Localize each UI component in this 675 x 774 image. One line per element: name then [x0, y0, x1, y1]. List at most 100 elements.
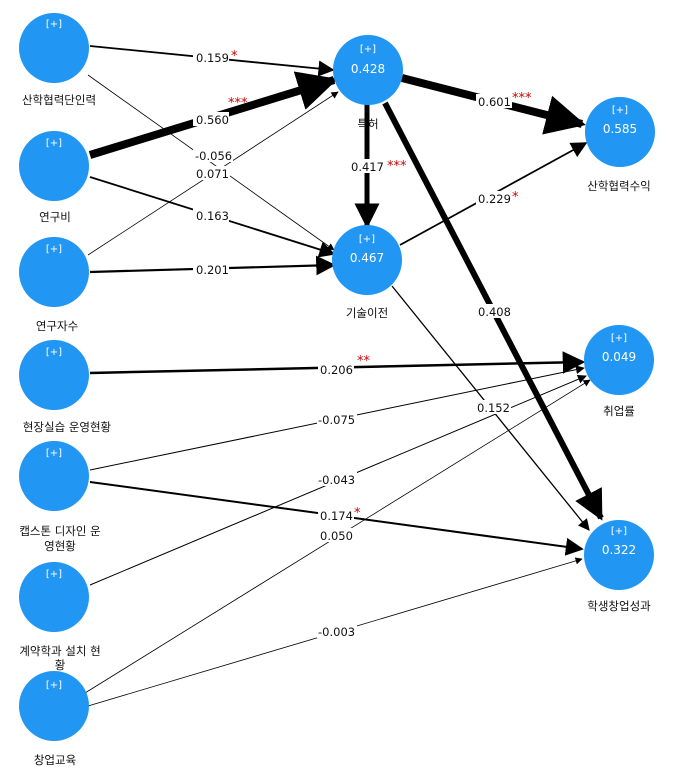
node-n2[interactable]: [+] 연구비	[19, 131, 89, 224]
svg-text:*: *	[354, 506, 361, 521]
svg-text:-0.003: -0.003	[318, 625, 355, 639]
node-startup[interactable]: [+] 0.322 학생창업성과	[584, 520, 654, 613]
coef-patent-tech: 0.417 ***	[350, 159, 407, 174]
node-circle[interactable]	[19, 13, 89, 83]
node-circle[interactable]	[19, 131, 89, 201]
svg-text:0.560: 0.560	[196, 113, 229, 127]
svg-text:-0.043: -0.043	[318, 473, 355, 487]
node-label: 산학협력수익	[587, 179, 650, 193]
coef-n5-startup: 0.174 *	[318, 506, 361, 523]
coef-n5-employ: -0.075	[317, 412, 357, 427]
svg-text:-0.056: -0.056	[195, 149, 232, 163]
svg-text:0.417: 0.417	[351, 160, 384, 174]
node-label: 계약학과 설치 현	[19, 644, 100, 658]
svg-text:0.174: 0.174	[320, 509, 353, 523]
node-tech[interactable]: [+] 0.467 기술이전	[332, 225, 402, 320]
node-n7[interactable]: [+] 창업교육	[19, 671, 89, 767]
node-patent[interactable]: [+] 0.428 특허	[333, 35, 403, 131]
node-label: 산학협력단인력	[22, 93, 96, 107]
expand-marker[interactable]: [+]	[359, 234, 375, 245]
node-circle[interactable]	[19, 671, 89, 741]
svg-text:0.050: 0.050	[320, 529, 353, 543]
node-n1[interactable]: [+] 산학협력단인력	[19, 13, 96, 107]
expand-marker[interactable]: [+]	[611, 526, 627, 537]
node-label-line2: 영현황	[44, 539, 76, 553]
coef-n2-tech: 0.163	[193, 208, 229, 223]
expand-marker[interactable]: [+]	[46, 569, 62, 580]
r-squared: 0.467	[350, 251, 384, 265]
node-label-line2: 황	[55, 658, 66, 672]
expand-marker[interactable]: [+]	[46, 448, 62, 459]
node-n3[interactable]: [+] 연구자수	[19, 237, 89, 333]
svg-text:**: **	[357, 354, 371, 369]
svg-text:0.159: 0.159	[196, 51, 229, 65]
expand-marker[interactable]: [+]	[46, 19, 62, 30]
node-label: 특허	[357, 117, 378, 131]
svg-text:0.152: 0.152	[477, 401, 510, 415]
svg-text:0.206: 0.206	[320, 363, 353, 377]
expand-marker[interactable]: [+]	[360, 44, 376, 55]
coef-patent-income: 0.601 ***	[476, 91, 532, 109]
node-income[interactable]: [+] 0.585 산학협력수익	[585, 97, 655, 193]
node-circle[interactable]	[19, 237, 89, 307]
nodes: [+] 산학협력단인력 [+] 연구비 [+] 연구자수 [+] 현장실습 운영…	[19, 13, 655, 767]
edge-n1-tech	[87, 74, 335, 251]
node-label: 연구자수	[36, 319, 78, 333]
svg-text:0.163: 0.163	[196, 209, 229, 223]
node-circle[interactable]	[333, 35, 403, 105]
node-label: 창업교육	[34, 753, 76, 767]
svg-text:***: ***	[228, 96, 248, 111]
expand-marker[interactable]: [+]	[46, 138, 62, 149]
expand-marker[interactable]: [+]	[46, 680, 62, 691]
coef-n1-patent: 0.159 *	[193, 49, 238, 65]
coef-n2-patent: 0.560 ***	[193, 96, 248, 127]
node-circle[interactable]	[585, 97, 655, 167]
svg-text:*: *	[512, 190, 519, 205]
svg-text:0.229: 0.229	[478, 192, 511, 206]
node-n4[interactable]: [+] 현장실습 운영현황	[19, 340, 112, 434]
expand-marker[interactable]: [+]	[612, 105, 628, 116]
svg-text:0.201: 0.201	[196, 263, 229, 277]
node-circle[interactable]	[19, 441, 89, 511]
svg-text:*: *	[231, 49, 238, 64]
node-circle[interactable]	[584, 325, 654, 395]
r-squared: 0.049	[602, 350, 636, 364]
svg-text:0.408: 0.408	[478, 305, 511, 319]
node-circle[interactable]	[332, 225, 402, 295]
expand-marker[interactable]: [+]	[46, 347, 62, 358]
coefficient-labels: 0.159 * 0.560 *** -0.056 0.071 0.163 0.2…	[193, 49, 532, 639]
svg-text:0.601: 0.601	[478, 95, 511, 109]
node-circle[interactable]	[19, 340, 89, 410]
node-label: 캡스톤 디자인 운	[19, 524, 100, 538]
coef-n7-employ: 0.050	[318, 528, 354, 543]
coef-n3-tech: 0.201	[193, 262, 229, 277]
node-label: 기술이전	[346, 306, 388, 320]
r-squared: 0.585	[603, 122, 637, 136]
node-n6[interactable]: [+] 계약학과 설치 현 황	[19, 562, 101, 672]
svg-text:***: ***	[512, 91, 532, 106]
coef-tech-income: 0.229 *	[476, 190, 519, 206]
node-employ[interactable]: [+] 0.049 취업률	[584, 325, 654, 418]
node-circle[interactable]	[584, 520, 654, 590]
coef-n7-startup: -0.003	[317, 624, 357, 639]
node-label: 학생창업성과	[587, 599, 651, 613]
svg-text:0.071: 0.071	[196, 167, 229, 181]
coef-tech-startup: 0.152	[475, 400, 511, 415]
coef-n6-employ: -0.043	[317, 472, 357, 487]
node-n5[interactable]: [+] 캡스톤 디자인 운 영현황	[19, 441, 101, 553]
coef-n4-employ: 0.206 **	[318, 354, 371, 377]
node-circle[interactable]	[19, 562, 89, 632]
r-squared: 0.428	[351, 62, 385, 76]
svg-text:-0.075: -0.075	[318, 413, 355, 427]
node-label: 현장실습 운영현황	[23, 420, 112, 434]
expand-marker[interactable]: [+]	[46, 244, 62, 255]
node-label: 연구비	[39, 210, 71, 224]
svg-text:***: ***	[387, 159, 407, 174]
r-squared: 0.322	[602, 543, 636, 557]
coef-n3-patent: 0.071	[194, 166, 230, 181]
expand-marker[interactable]: [+]	[611, 333, 627, 344]
coef-n1-tech: -0.056	[193, 148, 233, 163]
node-label: 취업률	[603, 404, 635, 418]
coef-patent-startup: 0.408	[476, 304, 512, 319]
